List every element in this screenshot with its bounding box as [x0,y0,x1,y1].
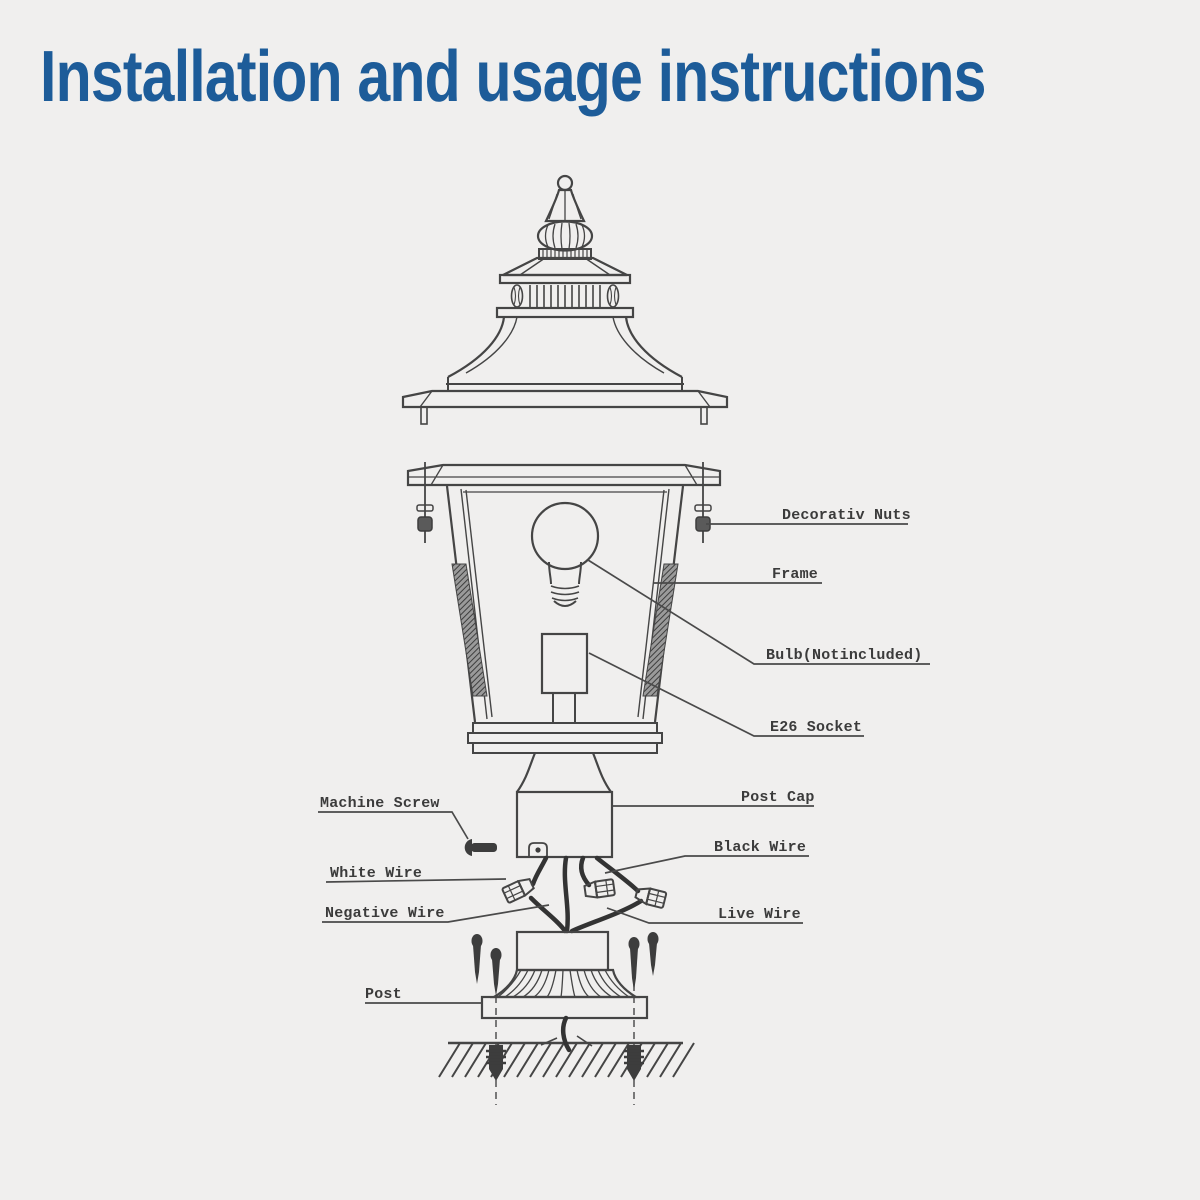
label-text: Decorativ Nuts [782,507,911,524]
twist-column-right [606,284,620,308]
twist-column-left [510,284,524,308]
screw-tab [528,842,548,857]
post-cap-box [515,790,614,859]
frame-strip-right [642,563,679,697]
label-text: White Wire [330,865,422,882]
lantern-body [445,485,685,723]
brim-peg-right [700,406,708,425]
wire-nut-left [501,878,535,904]
label-text: Post [365,986,402,1003]
finial [536,174,594,260]
washer [694,504,712,512]
label-bulb: Bulb(Notincluded) [587,559,930,665]
label-black-wire: Black Wire [604,839,809,874]
black-wire-right [594,855,641,894]
label-post-cap: Post Cap [613,789,815,807]
leader-line [606,907,803,924]
label-e26-socket: E26 Socket [588,652,864,737]
label-text: Bulb(Notincluded) [766,647,922,664]
label-text: E26 Socket [770,719,862,736]
neck-funnel [516,752,612,793]
leader-line [318,811,469,840]
washer [416,504,434,512]
finial-knob [536,220,594,252]
leader-line [604,855,809,874]
wire-nut-right [634,887,668,909]
label-text: Black Wire [714,839,806,856]
live-wire [569,898,644,934]
label-frame: Frame [654,566,822,584]
bell-roof [446,316,684,391]
socket [540,632,589,724]
decorative-nut-right [694,462,712,543]
buried-screw-left [486,1045,506,1081]
white-wire [530,855,549,887]
wires [528,855,644,934]
black-wire [579,855,592,888]
leader-line [587,559,930,665]
screw-hole [535,847,541,853]
roof-brim [401,389,729,425]
leader-line [588,652,864,737]
finial-ball [556,174,574,192]
label-text: Machine Screw [320,795,440,812]
label-decorative-nuts: Decorativ Nuts [706,507,911,525]
center-wire [562,855,570,934]
brim-peg-left [420,406,428,425]
machine-screw [464,839,497,856]
lantern-base [467,722,663,754]
dome-lower-band [495,306,635,319]
label-post: Post [365,986,482,1004]
label-text: Live Wire [718,906,801,923]
label-white-wire: White Wire [325,865,507,883]
label-live-wire: Live Wire [606,906,803,924]
light-bulb [530,501,600,607]
dome-cap [502,256,628,277]
label-text: Frame [772,566,818,583]
dome-upper-band [498,273,632,285]
socket-stem [552,692,576,724]
nut [417,516,433,532]
frame-strip-left [451,563,488,697]
decorative-nut-left [416,462,434,543]
wire-nut-middle [583,878,616,899]
buried-screw-right [624,1045,644,1081]
page-title: Installation and usage instructions [40,37,986,117]
leader-line [322,904,550,923]
lantern-rim [406,463,722,493]
negative-wire [528,895,568,934]
label-negative-wire: Negative Wire [322,904,550,923]
label-text: Negative Wire [325,905,445,922]
post-top-block [515,930,610,972]
leader-line [325,878,507,883]
label-machine-screw: Machine Screw [318,795,469,840]
fluted-skirt [489,968,641,999]
post-base-plate [480,995,649,1020]
mounting-screws [471,932,659,996]
label-text: Post Cap [741,789,815,806]
vent-band [510,284,620,308]
roof-dome [495,256,635,319]
ground-wire [540,1015,593,1053]
